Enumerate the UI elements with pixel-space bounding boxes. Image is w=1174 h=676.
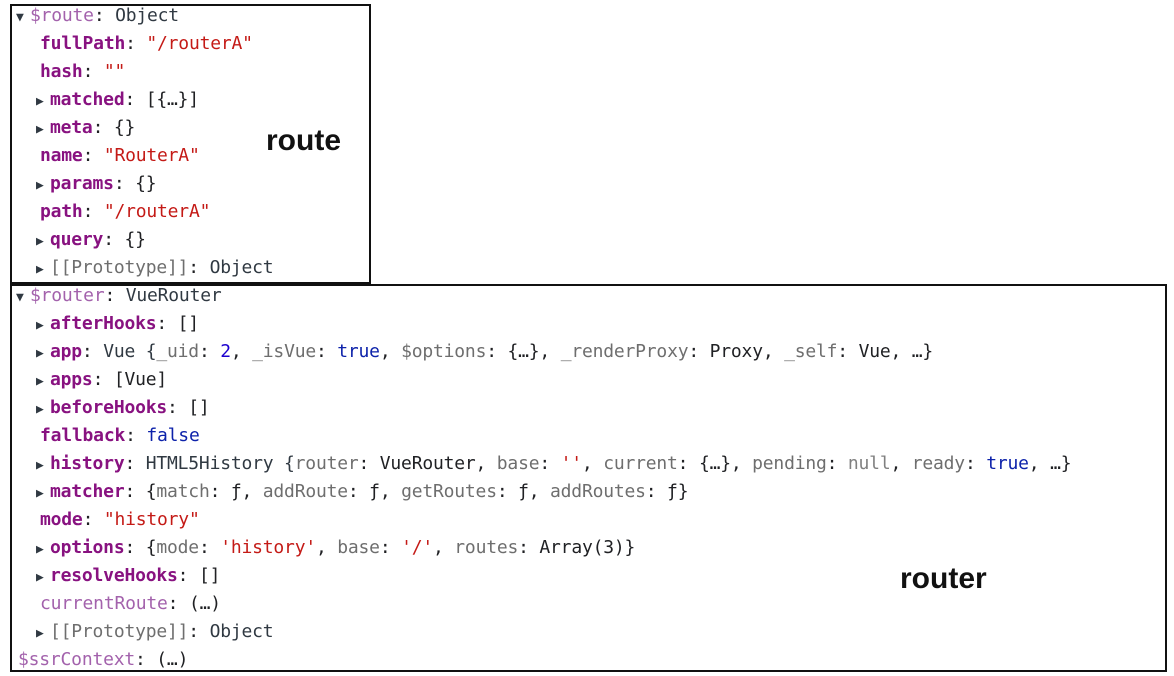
collapsed-triangle-icon[interactable]: ▶ [36,122,44,137]
router-prop-fallback[interactable]: fallback: false [40,425,200,446]
collapsed-triangle-icon[interactable]: ▶ [36,542,44,557]
collapsed-triangle-icon[interactable]: ▶ [36,626,44,641]
router-prop-prototype[interactable]: ▶[[Prototype]]: Object [36,618,274,646]
collapsed-triangle-icon[interactable]: ▶ [36,570,44,585]
route-annotation-label: route [266,124,341,157]
collapsed-triangle-icon[interactable]: ▶ [36,374,44,389]
router-prop-options[interactable]: ▶options: {mode: 'history', base: '/', r… [36,534,635,562]
router-prop-mode[interactable]: mode: "history" [40,509,200,530]
route-prop-fullpath[interactable]: fullPath: "/routerA" [40,33,253,54]
route-prop-name[interactable]: name: "RouterA" [40,145,200,166]
router-header[interactable]: ▼$router: VueRouter [16,282,222,310]
collapsed-triangle-icon[interactable]: ▶ [36,458,44,473]
collapsed-triangle-icon[interactable]: ▶ [36,486,44,501]
route-prop-path[interactable]: path: "/routerA" [40,201,211,222]
router-highlight-box [10,284,1167,672]
route-header[interactable]: ▼$route: Object [16,2,179,30]
expanded-triangle-icon[interactable]: ▼ [16,10,24,25]
lazy-getter-button[interactable]: (…) [188,593,221,614]
router-prop-resolvehooks[interactable]: ▶resolveHooks: [] [36,562,220,590]
router-prop-apps[interactable]: ▶apps: [Vue] [36,366,167,394]
expanded-triangle-icon[interactable]: ▼ [16,290,24,305]
collapsed-triangle-icon[interactable]: ▶ [36,346,44,361]
router-annotation-label: router [900,562,987,595]
lazy-getter-button[interactable]: (…) [156,649,189,670]
collapsed-triangle-icon[interactable]: ▶ [36,178,44,193]
collapsed-triangle-icon[interactable]: ▶ [36,94,44,109]
collapsed-triangle-icon[interactable]: ▶ [36,262,44,277]
ssrcontext-row[interactable]: $ssrContext: (…) [18,649,189,670]
route-prop-query[interactable]: ▶query: {} [36,226,146,254]
route-highlight-box [10,4,371,284]
router-prop-beforehooks[interactable]: ▶beforeHooks: [] [36,394,210,422]
route-prop-params[interactable]: ▶params: {} [36,170,157,198]
collapsed-triangle-icon[interactable]: ▶ [36,234,44,249]
collapsed-triangle-icon[interactable]: ▶ [36,318,44,333]
collapsed-triangle-icon[interactable]: ▶ [36,402,44,417]
router-prop-history[interactable]: ▶history: HTML5History {router: VueRoute… [36,450,1072,478]
route-prop-hash[interactable]: hash: "" [40,61,126,82]
router-prop-afterhooks[interactable]: ▶afterHooks: [] [36,310,199,338]
router-prop-app[interactable]: ▶app: Vue {_uid: 2, _isVue: true, $optio… [36,338,933,366]
route-prop-prototype[interactable]: ▶[[Prototype]]: Object [36,254,274,282]
router-prop-matcher[interactable]: ▶matcher: {match: ƒ, addRoute: ƒ, getRou… [36,478,689,506]
router-prop-currentroute[interactable]: currentRoute: (…) [40,593,221,614]
route-prop-matched[interactable]: ▶matched: [{…}] [36,86,199,114]
route-prop-meta[interactable]: ▶meta: {} [36,114,135,142]
